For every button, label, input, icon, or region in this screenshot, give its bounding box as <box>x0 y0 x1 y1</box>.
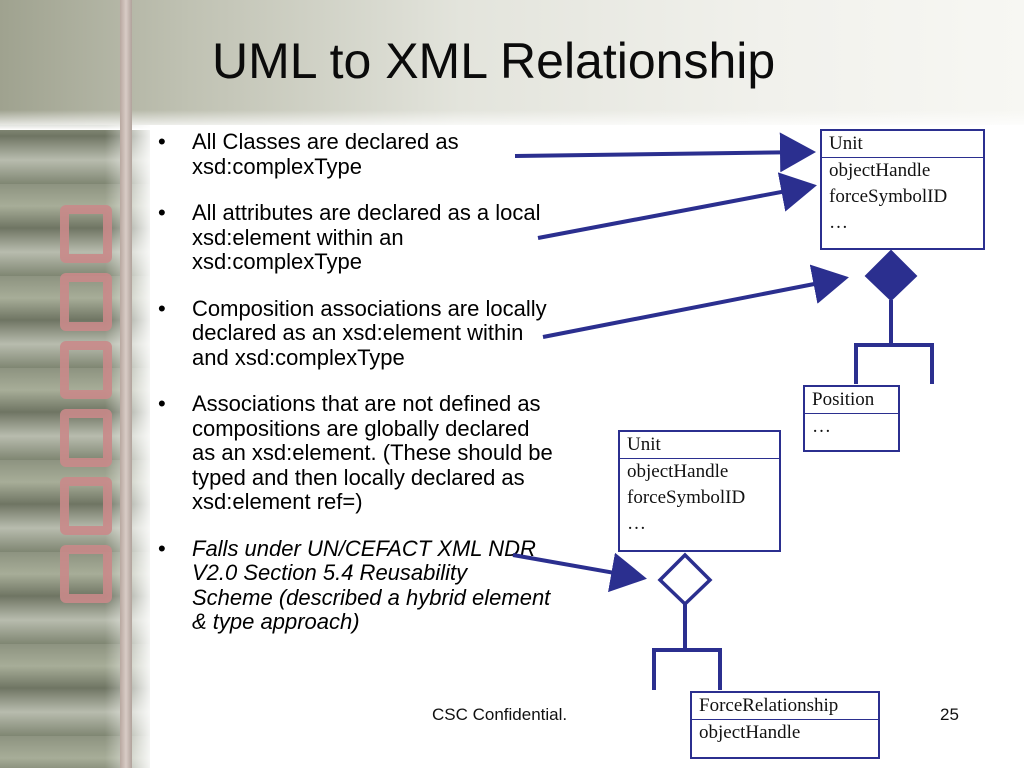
uml-class-unit-top: Unit objectHandle forceSymbolID … <box>820 129 985 250</box>
logo-letter <box>59 205 112 263</box>
bullet-marker: • <box>158 295 166 321</box>
logo-letter <box>59 545 112 603</box>
class-attribute: … <box>829 212 848 233</box>
bullet-item: • Composition associations are locally d… <box>158 295 553 371</box>
logo-letter <box>59 273 112 331</box>
composition-branch <box>854 343 934 384</box>
uml-class-force-relationship: ForceRelationship objectHandle <box>690 691 880 759</box>
brand-divider-strip <box>120 0 132 768</box>
uml-class-position: Position … <box>803 385 900 452</box>
class-attribute: objectHandle <box>699 722 801 743</box>
class-name: Unit <box>620 432 779 459</box>
class-attribute: … <box>812 416 831 437</box>
bullet-item: • Associations that are not defined as c… <box>158 391 553 515</box>
class-name: Position <box>805 387 898 414</box>
class-name: ForceRelationship <box>692 693 878 720</box>
footer-confidential: CSC Confidential. <box>432 705 568 724</box>
class-attribute: objectHandle <box>829 160 931 181</box>
arrow-classes <box>514 132 816 173</box>
bullet-text: Falls under UN/CEFACT XML NDR V2.0 Secti… <box>192 535 551 634</box>
bullet-marker: • <box>158 200 166 225</box>
class-attribute: forceSymbolID <box>829 186 948 207</box>
footer-page-number: 25 <box>940 705 959 724</box>
class-attribute: forceSymbolID <box>627 487 746 508</box>
bullet-marker: • <box>158 391 166 416</box>
bullet-marker: • <box>158 129 166 154</box>
title-band <box>0 0 1024 125</box>
arrow-composition <box>542 264 849 339</box>
arrow-attributes <box>537 172 817 240</box>
association-branch <box>652 648 722 690</box>
uml-class-unit-bottom: Unit objectHandle forceSymbolID … <box>618 430 781 552</box>
arrow-association <box>512 552 647 593</box>
onesaf-logo <box>48 205 123 645</box>
class-attribute: objectHandle <box>627 461 729 482</box>
bullet-text: All Classes are declared as xsd:complexT… <box>192 129 459 179</box>
bullet-list: • All Classes are declared as xsd:comple… <box>158 129 553 657</box>
composition-diamond <box>864 249 918 302</box>
logo-letter <box>59 477 112 535</box>
class-name: Unit <box>822 131 983 158</box>
slide-title: UML to XML Relationship <box>212 33 776 89</box>
class-attribute: … <box>627 513 646 534</box>
bullet-text: Composition associations are locally dec… <box>192 295 547 370</box>
association-diamond <box>657 552 713 607</box>
bullet-text: All attributes are declared as a local x… <box>192 200 541 274</box>
bullet-item: • All attributes are declared as a local… <box>158 200 553 275</box>
bullet-item: • Falls under UN/CEFACT XML NDR V2.0 Sec… <box>158 535 553 635</box>
bullet-item: • All Classes are declared as xsd:comple… <box>158 129 553 179</box>
bullet-text: Associations that are not defined as com… <box>192 391 553 514</box>
logo-letter <box>59 341 112 399</box>
logo-letter <box>59 409 112 467</box>
bullet-marker: • <box>158 535 166 561</box>
title-band-fade <box>0 110 1024 130</box>
